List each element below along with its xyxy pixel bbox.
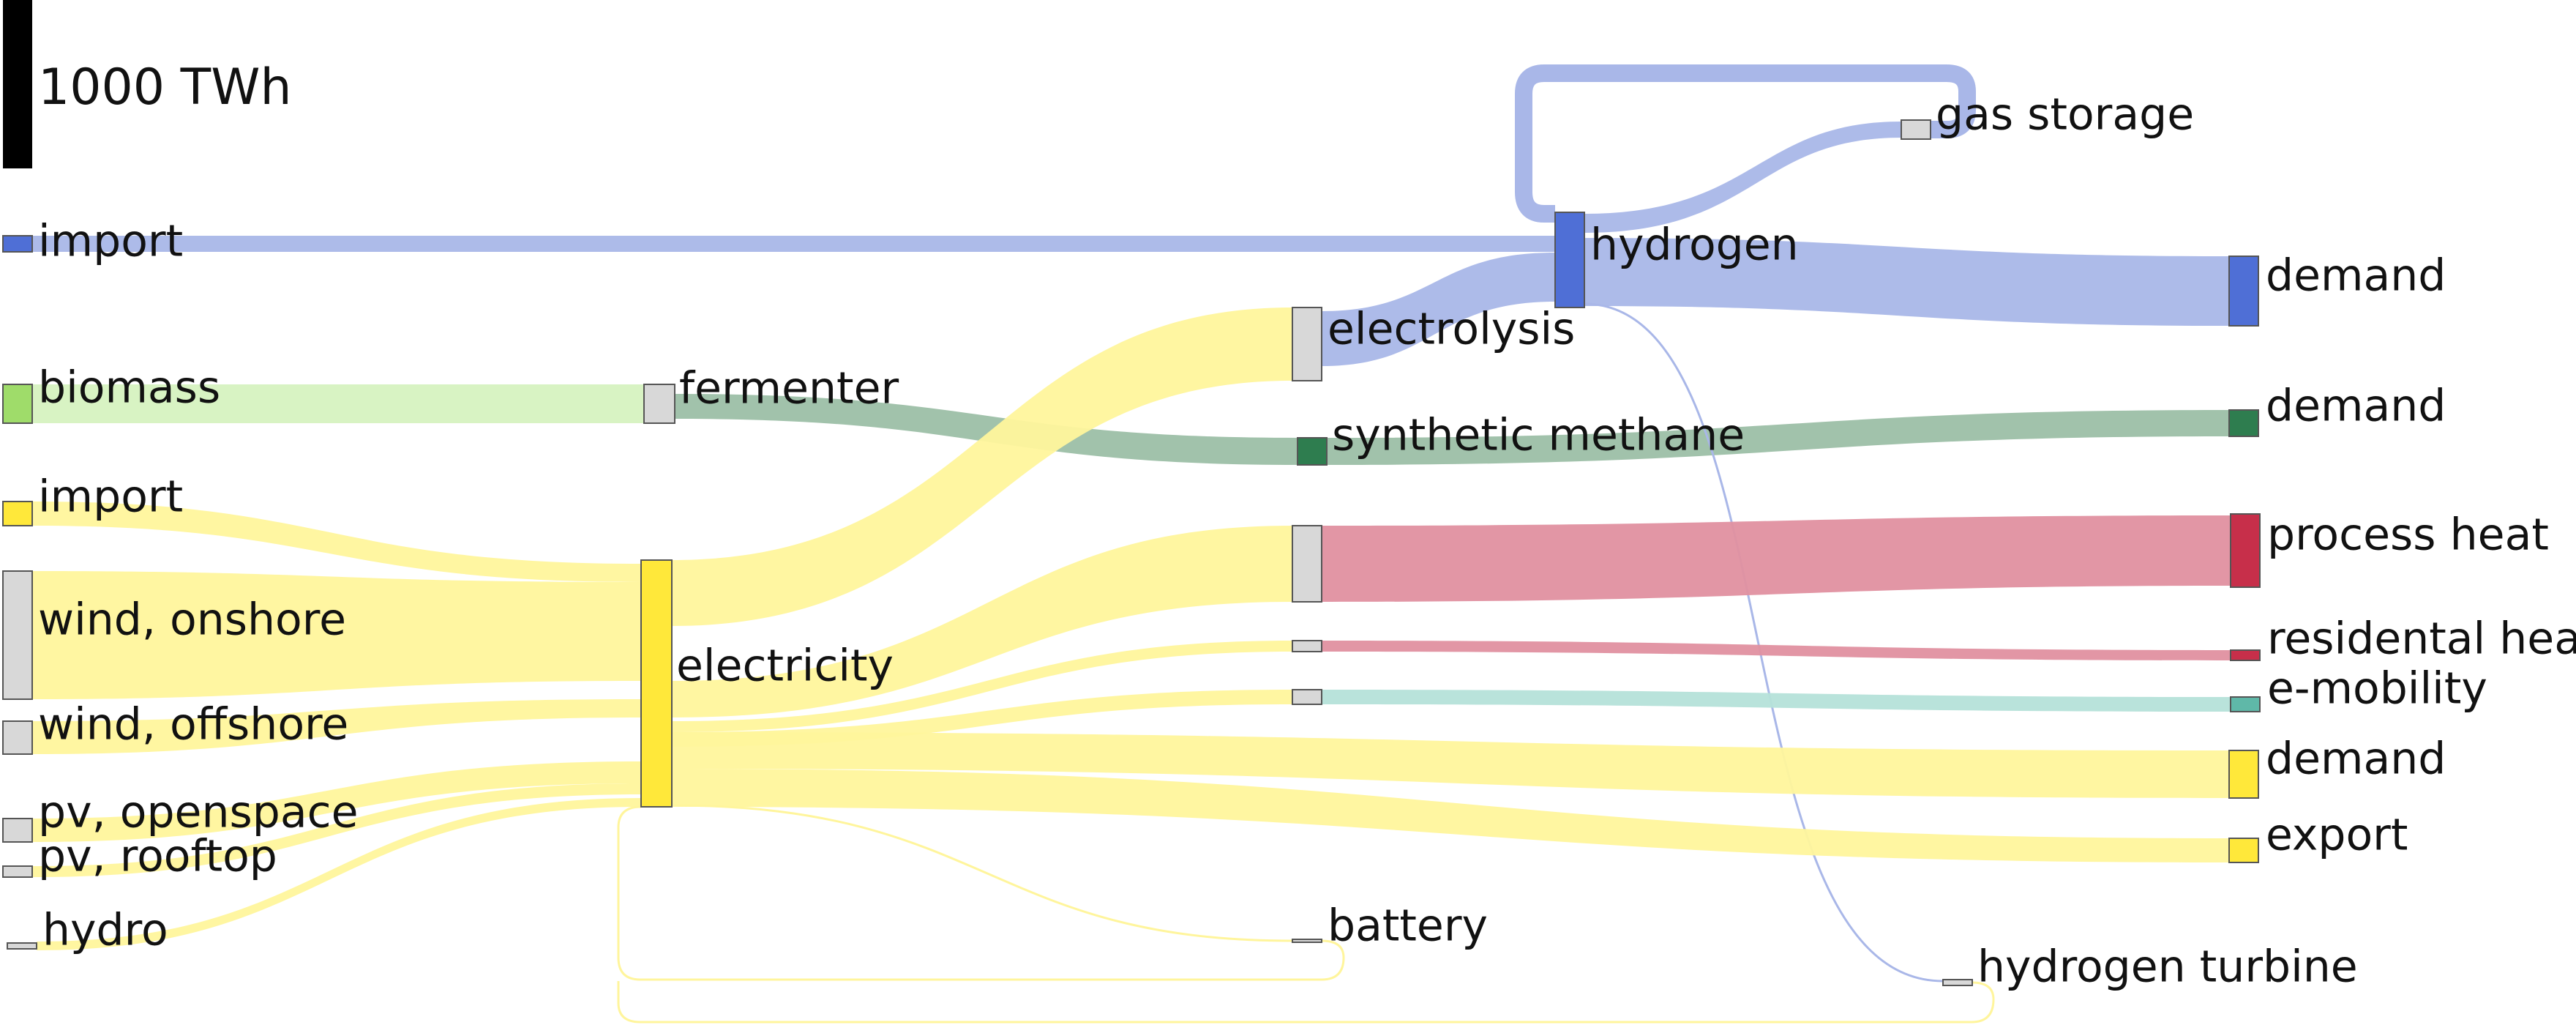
node-wind-onshore bbox=[2, 570, 33, 700]
flow-wind-offshore-electricity bbox=[32, 699, 641, 754]
node-battery bbox=[1292, 939, 1322, 943]
label-electrolysis: electrolysis bbox=[1328, 304, 1575, 355]
node-process-heat bbox=[2230, 513, 2261, 588]
flow-import-electricity bbox=[32, 502, 641, 582]
flow-electricity-battery bbox=[671, 804, 1293, 942]
node-electricity bbox=[640, 559, 673, 808]
node-synthetic-methane bbox=[1297, 437, 1328, 466]
flow-hydrogen-gas-storage bbox=[1584, 122, 1901, 233]
label-wind-offshore: wind, offshore bbox=[38, 699, 348, 750]
flow-electricity-heat-converter bbox=[672, 526, 1292, 718]
label-battery: battery bbox=[1328, 901, 1488, 952]
node-demand-hydrogen bbox=[2228, 256, 2259, 327]
flow-hydrogen-turbine bbox=[1584, 302, 1944, 983]
scale-label: 1000 TWh bbox=[38, 59, 292, 116]
node-gas-storage bbox=[1901, 119, 1931, 140]
flow-biomass-fermenter bbox=[32, 384, 644, 423]
flow-electricity-electrolysis bbox=[672, 308, 1292, 626]
flow-wind-onshore-electricity bbox=[32, 571, 641, 699]
node-biomass bbox=[2, 384, 33, 424]
node-electrolysis bbox=[1292, 307, 1322, 381]
flow-electrolysis-hydrogen bbox=[1322, 253, 1555, 366]
flows bbox=[32, 64, 2231, 1024]
node-pv-openspace bbox=[2, 818, 33, 843]
node-wind-offshore bbox=[2, 720, 33, 755]
node-export bbox=[2228, 838, 2259, 863]
label-demand-electricity: demand bbox=[2266, 734, 2446, 785]
flow-electricity-res-heat-converter bbox=[672, 641, 1292, 732]
node-fermenter bbox=[643, 384, 675, 424]
label-demand-methane: demand bbox=[2266, 381, 2446, 432]
node-e-mobility bbox=[2230, 696, 2261, 712]
flow-fermenter-synthetic-methane bbox=[675, 394, 1299, 465]
node-import-hydrogen bbox=[2, 235, 33, 253]
flow-res-heat-converter-residental-heat bbox=[1322, 641, 2231, 660]
nodes bbox=[2, 0, 2261, 986]
flow-electricity-demand bbox=[672, 732, 2229, 798]
flow-pv-rooftop-electricity bbox=[32, 783, 641, 877]
node-hydro bbox=[7, 942, 37, 950]
node-import-electricity bbox=[2, 501, 33, 526]
flow-synthetic-methane-demand bbox=[1327, 410, 2229, 465]
labels: 1000 TWh import biomass import wind, ons… bbox=[38, 59, 2576, 993]
flow-mobility-converter-e-mobility bbox=[1322, 690, 2231, 712]
label-pv-openspace: pv, openspace bbox=[38, 787, 359, 838]
label-residental-heat: residental heat bbox=[2267, 614, 2576, 665]
node-pv-rooftop bbox=[2, 865, 33, 878]
flow-hydrogen-demand bbox=[1584, 238, 2229, 326]
node-residental-heat bbox=[2230, 649, 2261, 661]
label-export: export bbox=[2266, 810, 2408, 861]
label-synthetic-methane: synthetic methane bbox=[1332, 410, 1745, 461]
label-biomass: biomass bbox=[38, 362, 220, 414]
node-heat-converter bbox=[1292, 525, 1322, 603]
label-process-heat: process heat bbox=[2267, 510, 2549, 561]
label-gas-storage: gas storage bbox=[1936, 89, 2194, 141]
label-hydrogen-turbine: hydrogen turbine bbox=[1977, 942, 2358, 993]
label-electricity: electricity bbox=[676, 641, 894, 692]
node-demand-electricity bbox=[2228, 750, 2259, 799]
label-import-electricity: import bbox=[38, 471, 183, 523]
label-wind-onshore: wind, onshore bbox=[38, 594, 346, 646]
flow-hydro-electricity bbox=[37, 798, 641, 950]
label-pv-rooftop: pv, rooftop bbox=[38, 831, 277, 882]
flow-electricity-export bbox=[672, 769, 2229, 862]
node-hydrogen bbox=[1554, 212, 1585, 308]
flow-gas-storage-hydrogen bbox=[1515, 64, 1976, 223]
label-import-hydrogen: import bbox=[38, 216, 183, 267]
node-mobility-converter bbox=[1292, 689, 1322, 705]
flow-battery-electricity bbox=[617, 805, 1345, 981]
flow-import-hydrogen bbox=[32, 236, 1555, 252]
label-fermenter: fermenter bbox=[679, 363, 899, 414]
flow-pv-openspace-electricity bbox=[32, 761, 641, 842]
label-hydro: hydro bbox=[42, 905, 168, 956]
node-demand-methane bbox=[2228, 409, 2259, 437]
node-hydrogen-turbine bbox=[1942, 979, 1973, 986]
scale-bar bbox=[3, 0, 32, 168]
label-e-mobility: e-mobility bbox=[2267, 663, 2487, 715]
label-demand-hydrogen: demand bbox=[2266, 250, 2446, 302]
flow-hydrogen-turbine-electricity bbox=[617, 981, 1995, 1024]
label-hydrogen: hydrogen bbox=[1590, 220, 1799, 271]
node-res-heat-converter bbox=[1292, 640, 1322, 652]
flow-heat-converter-process-heat bbox=[1322, 515, 2231, 602]
